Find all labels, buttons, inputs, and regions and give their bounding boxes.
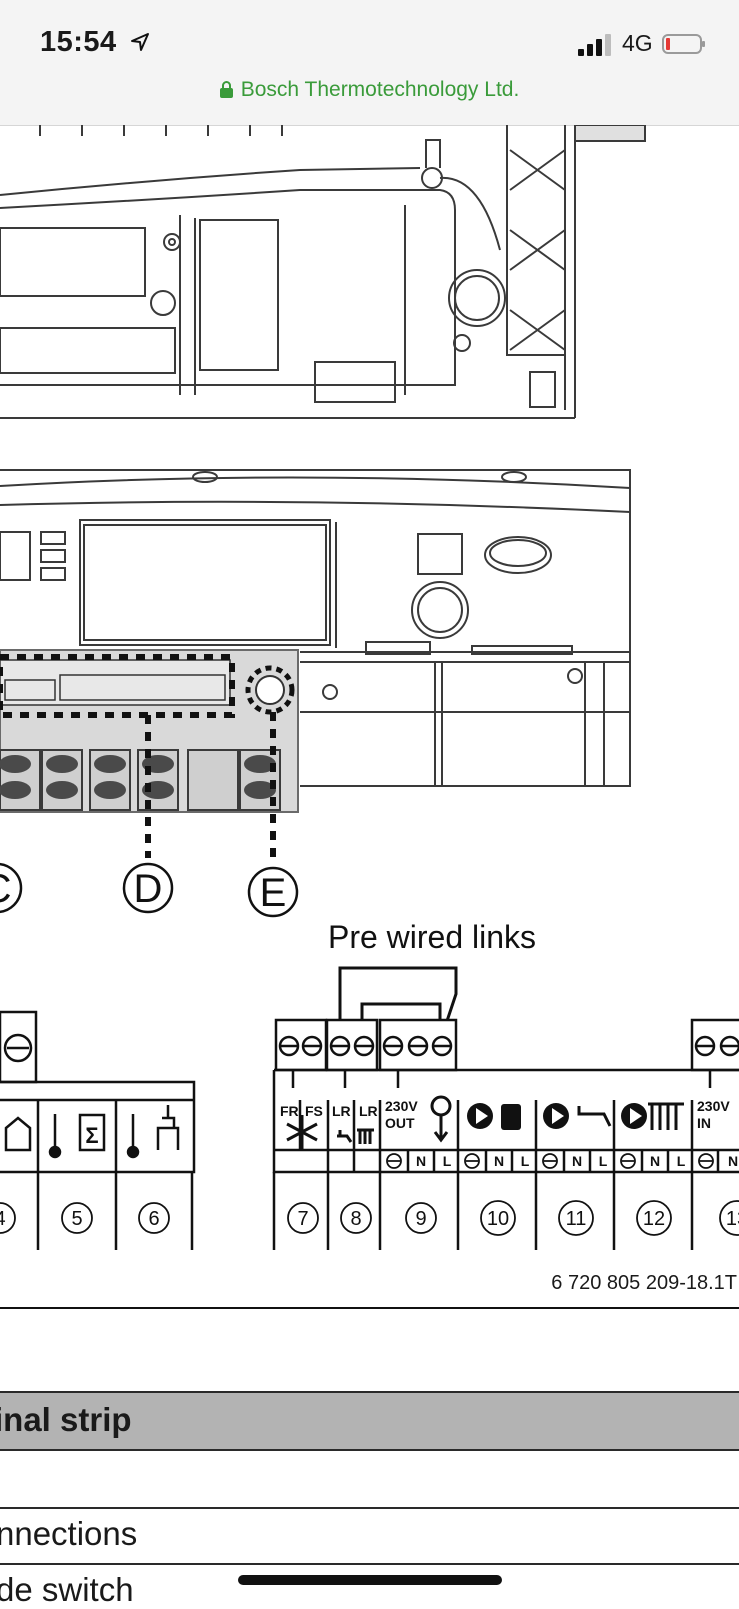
- pump-icons: [467, 1103, 647, 1130]
- terminal-number-12: 12: [643, 1208, 665, 1230]
- terminal-number-7: 7: [297, 1208, 308, 1230]
- lock-icon: [219, 81, 233, 98]
- table-row-text: de switch: [0, 1571, 134, 1608]
- pre-wired-links-label: Pre wired links: [328, 919, 536, 955]
- terminal-number-8: 8: [350, 1208, 361, 1230]
- label-n-13: N: [728, 1153, 738, 1169]
- pre-wired-link-wires: [338, 966, 458, 1031]
- callout-e-label: E: [260, 871, 287, 915]
- wiring-diagram: C D E Pre wired links Σ: [0, 125, 739, 1309]
- label-l-10: L: [521, 1153, 530, 1169]
- label-230v-out-b: OUT: [385, 1115, 415, 1131]
- callout-e: [247, 866, 299, 918]
- label-l-9: L: [443, 1153, 452, 1169]
- site-name: Bosch Thermotechnology Ltd.: [240, 78, 520, 101]
- frost-icon: [286, 1115, 318, 1149]
- label-230v-in-a: 230V: [697, 1098, 730, 1114]
- boiler-upper-housing: [0, 125, 646, 419]
- terminal-strip-left: Σ: [0, 1010, 196, 1250]
- control-panel: [0, 469, 631, 787]
- callout-c-label: C: [0, 867, 11, 911]
- label-n-9: N: [416, 1153, 426, 1169]
- figure-reference: 6 720 805 209-18.1T: [551, 1272, 737, 1294]
- label-n-12: N: [650, 1153, 660, 1169]
- label-n-11: N: [572, 1153, 582, 1169]
- terminal-number-13: 13: [726, 1208, 739, 1230]
- terminal-strip-right: [272, 1018, 739, 1250]
- label-l-12: L: [677, 1153, 686, 1169]
- network-type: 4G: [622, 30, 653, 56]
- callout-d: [122, 862, 174, 914]
- label-lr-1: LR: [332, 1103, 351, 1119]
- table-row-text: nnections: [0, 1515, 138, 1552]
- status-time: 15:54: [40, 26, 117, 58]
- terminal-block-area: [0, 649, 299, 860]
- terminal-number-6: 6: [148, 1208, 159, 1230]
- label-fs: FS: [305, 1103, 323, 1119]
- cellular-signal-icon: [578, 34, 611, 56]
- terminal-number-5: 5: [71, 1208, 82, 1230]
- label-n-10: N: [494, 1153, 504, 1169]
- home-indicator[interactable]: [238, 1575, 502, 1585]
- callout-c: [0, 862, 23, 914]
- label-lr-2: LR: [359, 1103, 378, 1119]
- location-arrow-icon: [131, 33, 149, 51]
- terminal-number-10: 10: [487, 1208, 509, 1230]
- status-bar: 15:54 4G Bosch Thermotechnology Ltd.: [0, 0, 739, 126]
- site-security-label[interactable]: Bosch Thermotechnology Ltd.: [0, 78, 739, 102]
- label-fr: FR: [280, 1103, 299, 1119]
- callouts: [0, 862, 299, 918]
- table-header: inal strip: [0, 1391, 739, 1451]
- terminal-number-4: 4: [0, 1208, 6, 1230]
- svg-text:Σ: Σ: [85, 1123, 98, 1148]
- terminal-number-11: 11: [566, 1208, 587, 1230]
- label-230v-out-a: 230V: [385, 1098, 418, 1114]
- table-row: nnections: [0, 1507, 739, 1565]
- label-l-11: L: [599, 1153, 608, 1169]
- terminal-number-9: 9: [415, 1208, 426, 1230]
- label-230v-in-b: IN: [697, 1115, 711, 1131]
- callout-d-label: D: [134, 867, 163, 911]
- table-header-text: inal strip: [0, 1401, 132, 1438]
- battery-low-icon: [662, 34, 705, 54]
